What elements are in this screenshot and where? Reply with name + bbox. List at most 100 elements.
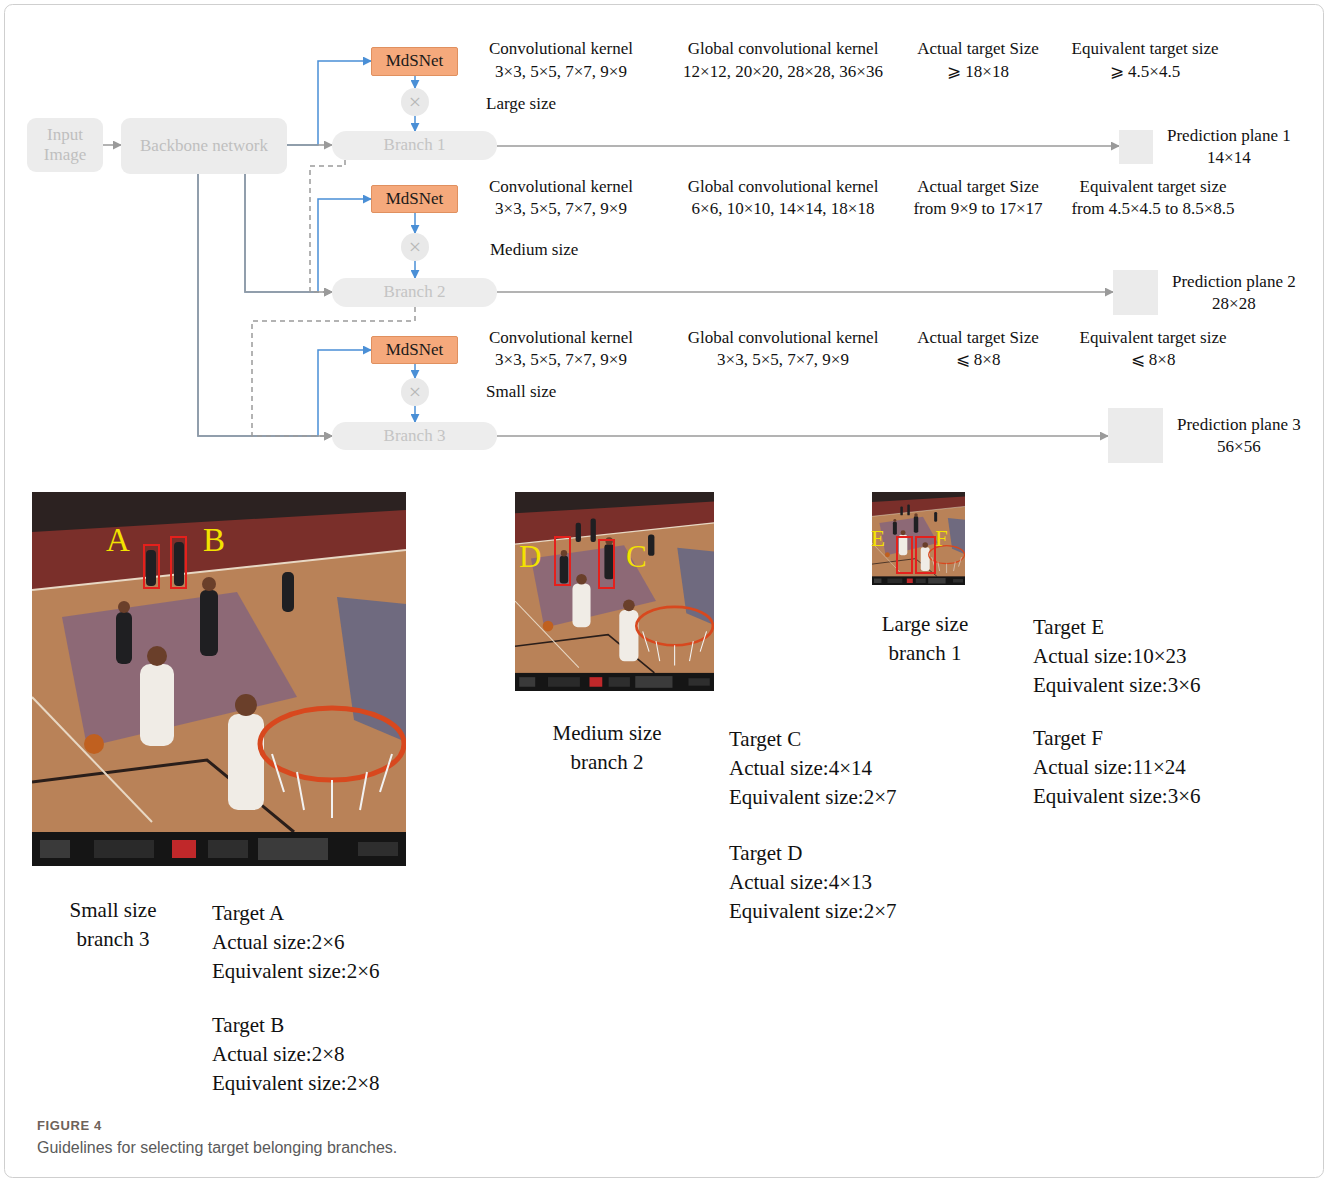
connector: [414, 261, 416, 278]
court-photo: [515, 492, 714, 691]
target-letter: E: [871, 527, 885, 550]
target-name: Target F: [1033, 724, 1103, 753]
node-text: MdSNet: [386, 51, 444, 71]
mdsnet-module: MdSNet: [371, 336, 458, 364]
branch-box: Branch 3: [332, 422, 497, 450]
node-text: Branch 1: [384, 135, 446, 155]
global-kernel-sizes: 12×12, 20×20, 28×28, 36×36: [683, 62, 883, 82]
prediction-plane: Prediction plane 356×56: [1108, 408, 1163, 463]
target-name: Target E: [1033, 613, 1104, 642]
global-kernel-header: Global convolutional kernel: [688, 177, 879, 197]
connector: [497, 145, 1119, 147]
connector: [497, 291, 1113, 293]
equivalent-size-range: from 4.5×4.5 to 8.5×8.5: [1071, 199, 1234, 219]
node-text: Prediction plane 114×14: [1167, 125, 1291, 169]
target-letter: D: [519, 541, 541, 572]
connector: [414, 116, 416, 131]
size-class: Small size: [486, 382, 556, 402]
branch-caption: Small size branch 3: [54, 896, 172, 954]
target-box: [916, 537, 935, 573]
target-name: Target D: [729, 839, 802, 868]
node-text: Prediction plane 356×56: [1177, 414, 1301, 458]
equivalent-size: Equivalent size:2×8: [212, 1069, 380, 1098]
target-box: [171, 537, 186, 588]
node-label: ×: [409, 91, 421, 113]
multiply-node: ×: [401, 233, 429, 261]
actual-size-header: Actual target Size: [917, 177, 1038, 197]
target-box: [144, 545, 159, 588]
court-photo: [32, 492, 406, 866]
kernel-header: Convolutional kernel: [489, 328, 633, 348]
actual-size-header: Actual target Size: [917, 328, 1038, 348]
target-letter: C: [626, 541, 647, 572]
node-text: MdSNet: [386, 340, 444, 360]
connector: [414, 213, 416, 233]
size-class: Large size: [486, 94, 556, 114]
target-boxes: [144, 537, 935, 588]
node-text: ×: [409, 91, 421, 113]
dashed-connector: [310, 160, 345, 292]
node-label: ×: [409, 381, 421, 403]
figure-frame: [5, 5, 1324, 1178]
kernel-sizes: 3×3, 5×5, 7×7, 9×9: [495, 62, 627, 82]
target-letter: B: [203, 524, 225, 557]
target-name: Target A: [212, 899, 284, 928]
branch-box: Branch 1: [332, 131, 497, 160]
connector: [198, 174, 332, 436]
prediction-plane: Prediction plane 228×28: [1113, 270, 1158, 315]
node-text: Branch 3: [384, 426, 446, 446]
target-letter: F: [935, 527, 948, 550]
multiply-node: ×: [401, 88, 429, 116]
node-label: MdSNet: [386, 189, 444, 209]
prediction-plane: Prediction plane 114×14: [1119, 130, 1153, 164]
global-kernel-sizes: 6×6, 10×10, 14×14, 18×18: [692, 199, 875, 219]
target-box: [555, 537, 570, 585]
connector: [245, 174, 371, 292]
node-label: MdSNet: [386, 51, 444, 71]
kernel-sizes: 3×3, 5×5, 7×7, 9×9: [495, 350, 627, 370]
node-text: Backbone network: [140, 136, 268, 156]
node-label: Prediction plane 1: [1167, 125, 1291, 147]
node-text: ×: [409, 236, 421, 258]
node-text: ×: [409, 381, 421, 403]
mdsnet-module: MdSNet: [371, 47, 458, 76]
connector: [414, 364, 416, 378]
target-letter: A: [106, 524, 130, 557]
actual-size-range: from 9×9 to 17×17: [913, 199, 1042, 219]
equivalent-size: Equivalent size:3×6: [1033, 782, 1201, 811]
node-label: Input Image: [32, 125, 98, 166]
actual-size: Actual size:4×13: [729, 868, 872, 897]
actual-size-range: ⩾ 18×18: [947, 62, 1009, 82]
connector: [103, 144, 121, 146]
connector: [414, 406, 416, 422]
backbone-box: Backbone network: [121, 118, 287, 174]
node-label: Prediction plane 3: [1177, 414, 1301, 436]
actual-size: Actual size:4×14: [729, 754, 872, 783]
equivalent-size: Equivalent size:2×7: [729, 897, 897, 926]
node-label: Backbone network: [140, 136, 268, 156]
node-text: Branch 2: [384, 282, 446, 302]
node-label: Branch 1: [384, 135, 446, 155]
node-text: MdSNet: [386, 189, 444, 209]
multiply-node: ×: [401, 378, 429, 406]
input-box: Input Image: [27, 118, 103, 172]
connector: [414, 76, 416, 88]
equivalent-size-range: ⩾ 4.5×4.5: [1110, 62, 1180, 82]
figure-number: FIGURE 4: [37, 1118, 102, 1134]
target-box: [897, 537, 912, 573]
actual-size: Actual size:10×23: [1033, 642, 1187, 671]
global-kernel-header: Global convolutional kernel: [688, 39, 879, 59]
size-class: Medium size: [490, 240, 578, 260]
equivalent-size-header: Equivalent target size: [1080, 328, 1227, 348]
global-kernel-sizes: 3×3, 5×5, 7×7, 9×9: [717, 350, 849, 370]
node-label: MdSNet: [386, 340, 444, 360]
connector: [497, 435, 1108, 437]
target-name: Target B: [212, 1011, 284, 1040]
global-kernel-header: Global convolutional kernel: [688, 328, 879, 348]
node-label: Branch 3: [384, 426, 446, 446]
kernel-header: Convolutional kernel: [489, 177, 633, 197]
branch-caption: Large size branch 1: [870, 610, 980, 668]
target-box: [599, 540, 614, 588]
node-label: ×: [409, 236, 421, 258]
